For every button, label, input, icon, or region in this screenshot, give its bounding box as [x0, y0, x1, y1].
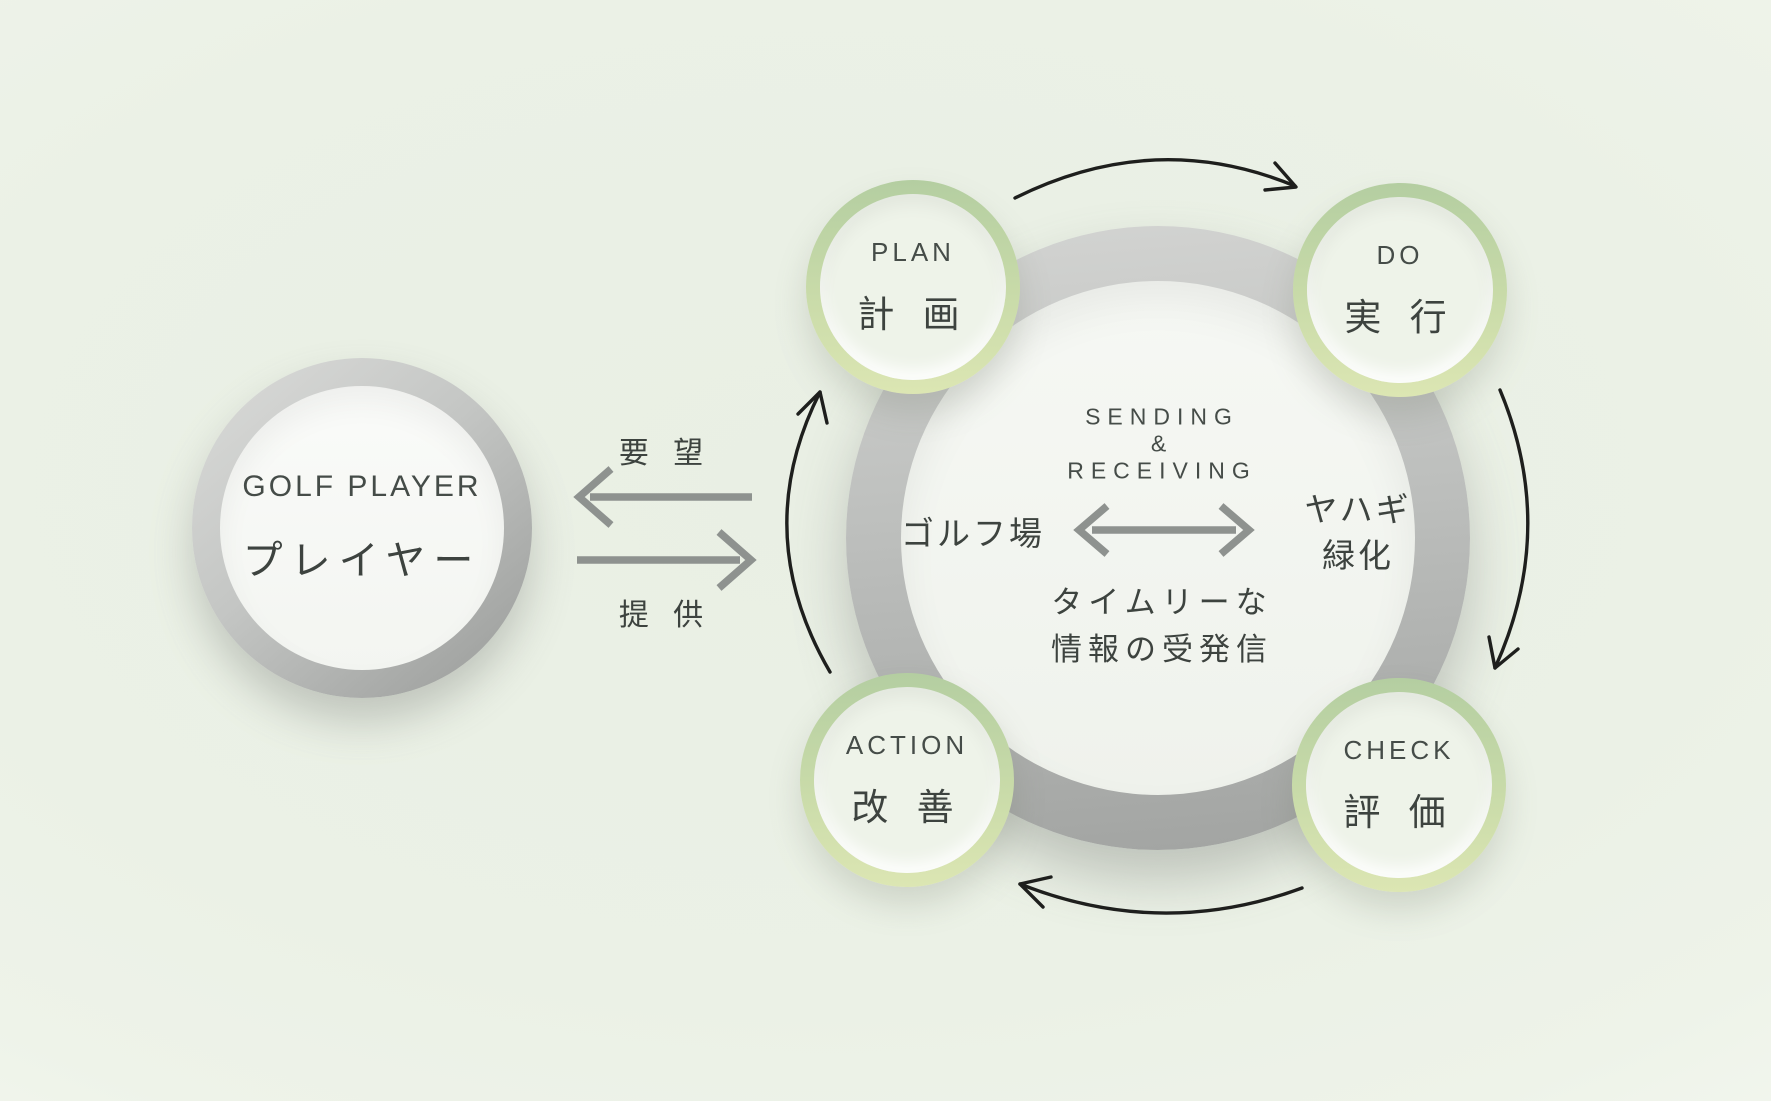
- action-title: ACTION: [845, 729, 969, 760]
- plan-node-face: [820, 194, 1006, 380]
- hub-note-line1: タイムリーな: [1051, 585, 1273, 620]
- provide-arrow: [577, 529, 757, 591]
- check-node: CHECK 評 価: [1292, 678, 1506, 892]
- hub-right-party-line1: ヤハギ: [1304, 491, 1412, 528]
- request-arrow: [573, 466, 752, 528]
- cycle-arrow-check-to-action: [1018, 875, 1304, 915]
- hub-heading-line2: &: [1150, 430, 1174, 457]
- check-text: CHECK 評 価: [1292, 678, 1506, 892]
- request-label: 要 望: [618, 437, 712, 470]
- plan-subtitle: 計 画: [857, 293, 969, 335]
- plan-title: PLAN: [871, 236, 955, 267]
- provide-label: 提 供: [618, 599, 712, 632]
- do-subtitle: 実 行: [1344, 296, 1456, 338]
- hub-note: タイムリーな 情報の受発信: [1051, 579, 1273, 673]
- cycle-arrow-action-to-plan: [785, 390, 832, 674]
- do-node-face: [1307, 197, 1493, 383]
- golf-player-node-face: [220, 386, 504, 670]
- plan-node: PLAN 計 画: [806, 180, 1020, 394]
- hub-right-party: ヤハギ 緑化: [1304, 487, 1411, 579]
- hub-heading-line1: SENDING: [1085, 403, 1239, 430]
- action-node-face: [814, 687, 1000, 873]
- golf-player-title: GOLF PLAYER: [242, 470, 482, 503]
- do-title: DO: [1376, 239, 1424, 270]
- check-node-face: [1306, 692, 1492, 878]
- golf-player-subtitle: プレイヤー: [242, 539, 482, 583]
- action-text: ACTION 改 善: [800, 673, 1014, 887]
- hub-heading-line3: RECEIVING: [1067, 457, 1257, 484]
- action-subtitle: 改 善: [851, 786, 963, 828]
- hub-right-party-line2: 緑化: [1322, 537, 1394, 574]
- hub-left-party: ゴルフ場: [901, 515, 1045, 552]
- hub-note-line2: 情報の受発信: [1051, 632, 1273, 667]
- cycle-arrow-plan-to-do: [1013, 158, 1298, 200]
- action-node: ACTION 改 善: [800, 673, 1014, 887]
- golf-player-text: GOLF PLAYER プレイヤー: [192, 358, 532, 698]
- do-node: DO 実 行: [1293, 183, 1507, 397]
- hub-heading: SENDING & RECEIVING: [1067, 404, 1257, 485]
- do-text: DO 実 行: [1293, 183, 1507, 397]
- check-title: CHECK: [1343, 734, 1455, 765]
- plan-text: PLAN 計 画: [806, 180, 1020, 394]
- check-subtitle: 評 価: [1343, 791, 1455, 833]
- cycle-arrow-do-to-check: [1487, 388, 1530, 670]
- golf-player-node: GOLF PLAYER プレイヤー: [192, 358, 532, 698]
